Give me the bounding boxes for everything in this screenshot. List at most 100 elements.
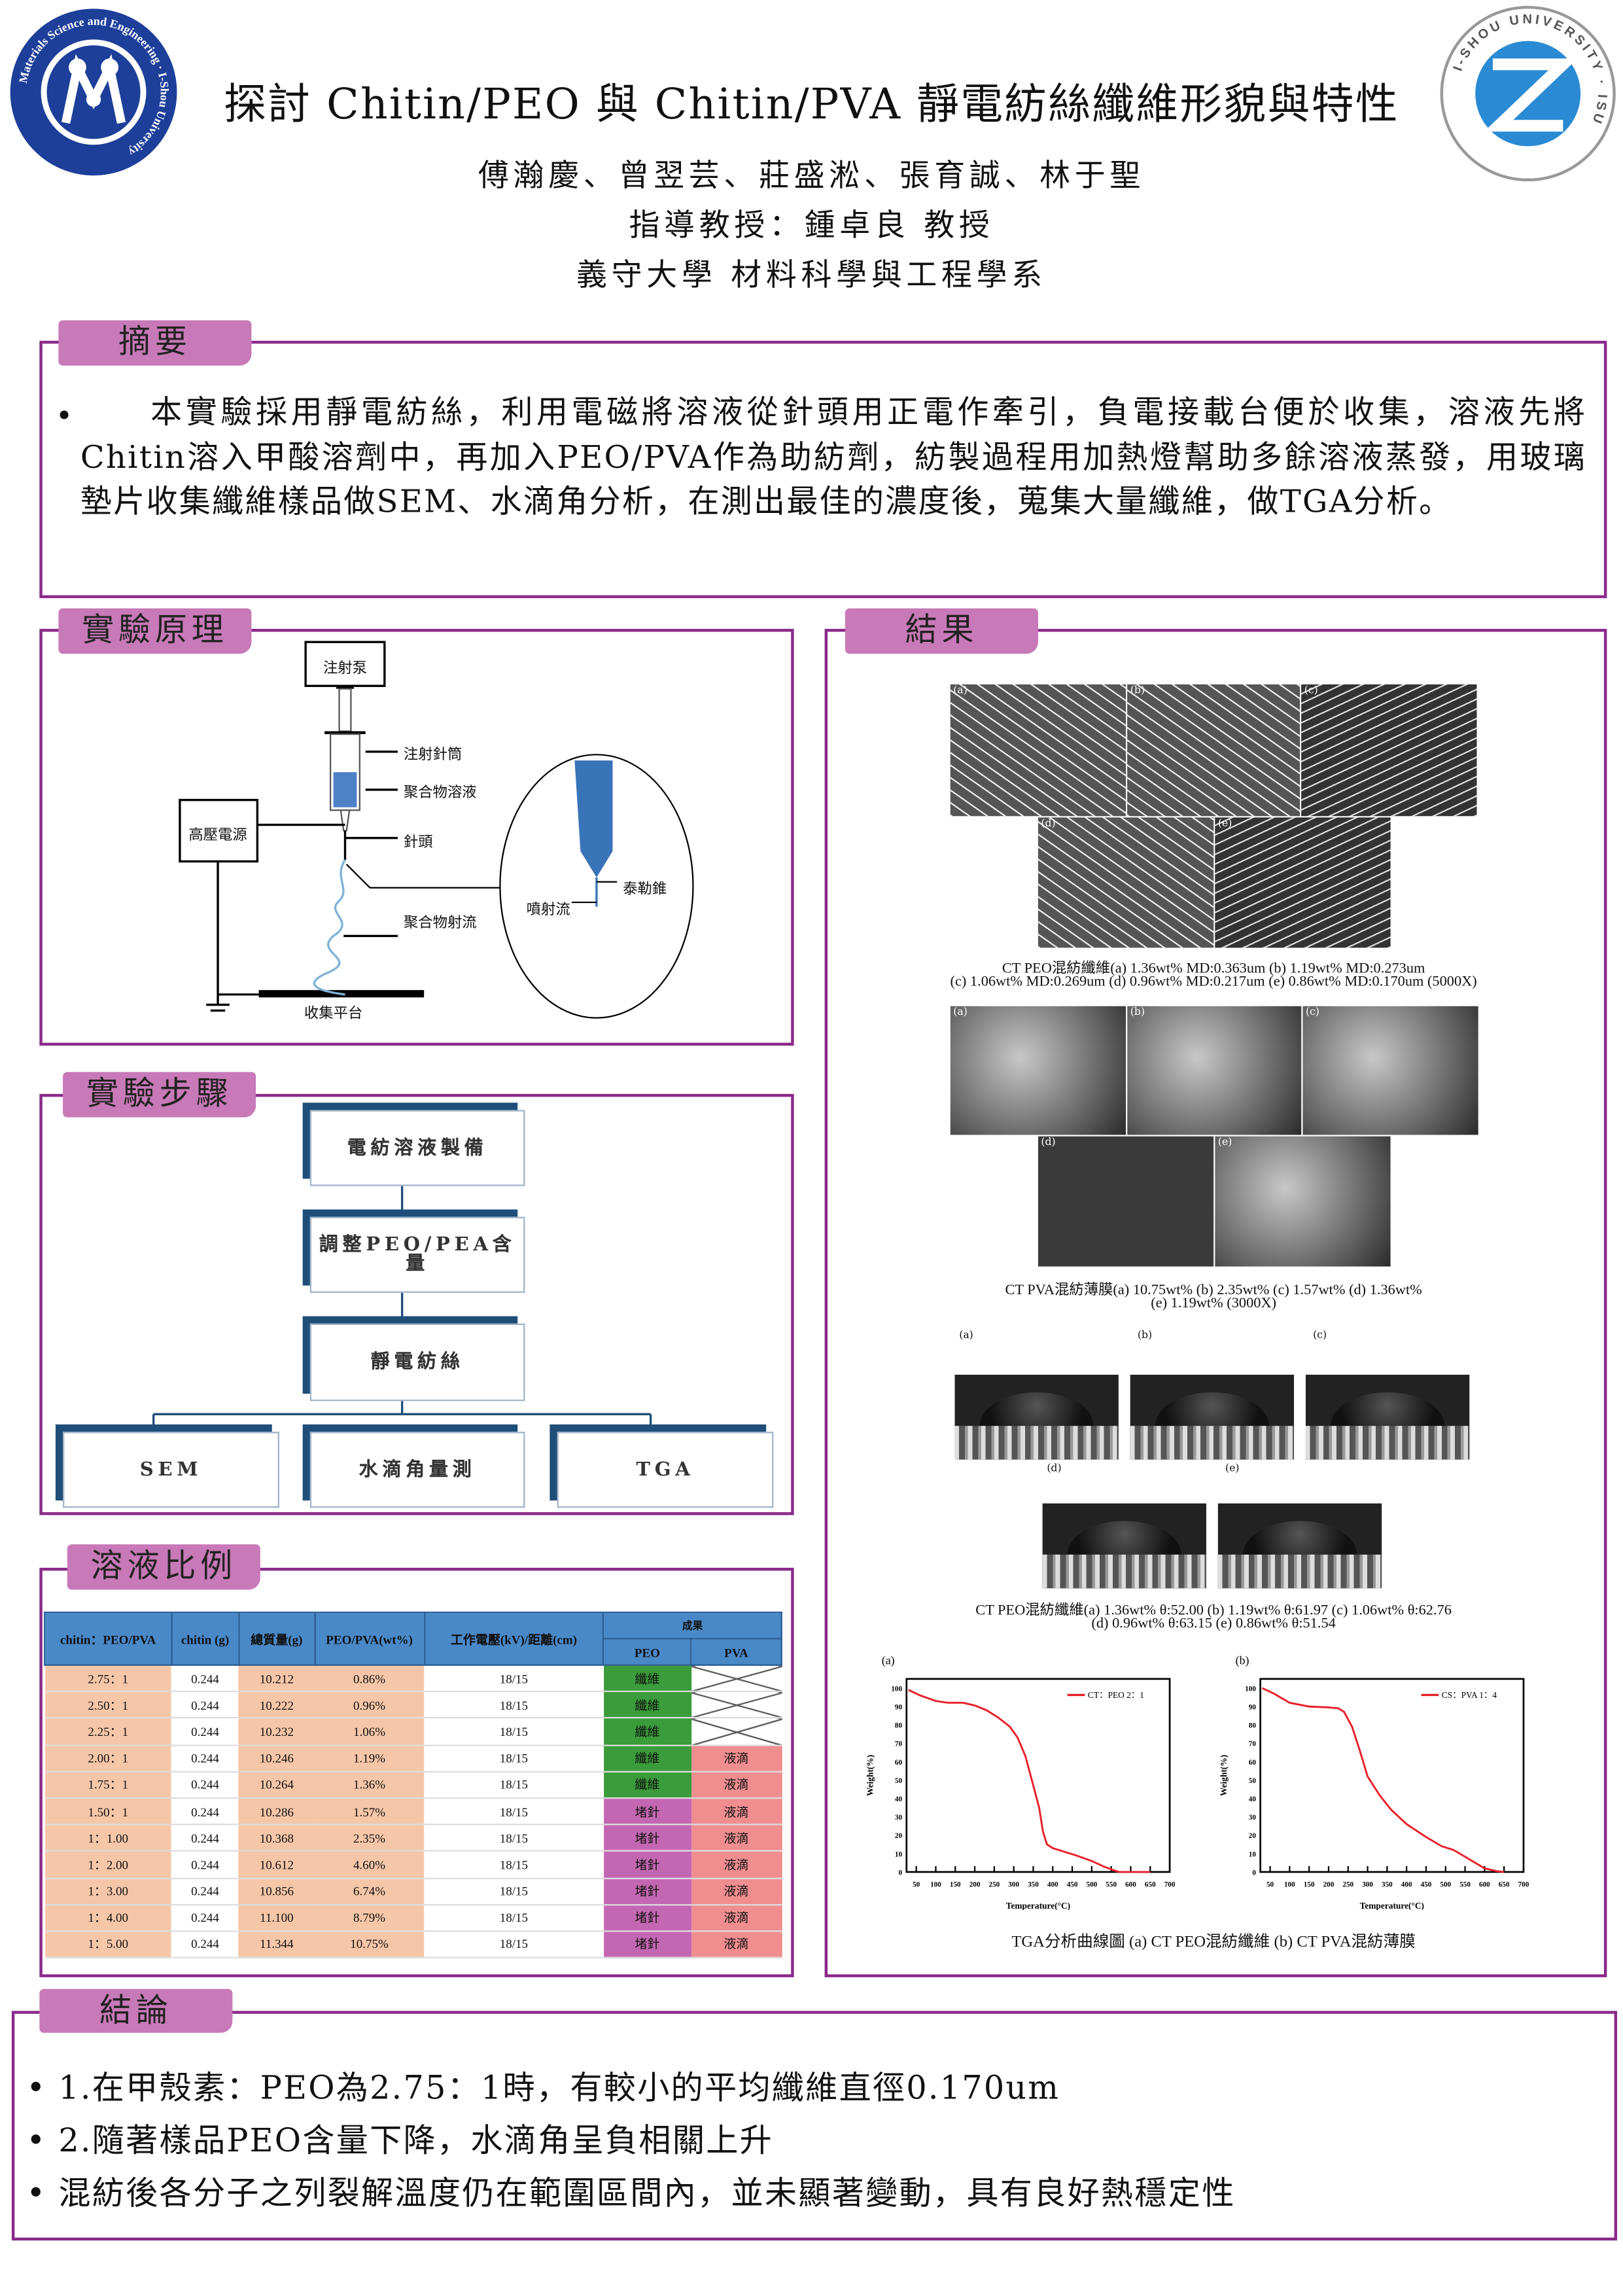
y-tick-label: 70 [1249,1740,1257,1748]
legend-label: CS：PVA 1：4 [1442,1690,1497,1700]
sem-pva-c: (c) [1302,1006,1478,1135]
table-cell: 1：1.00 [44,1824,172,1852]
y-tick-label: 100 [891,1685,902,1693]
taylor-cone-shape [574,760,613,878]
table-cell: 0.244 [171,1744,239,1773]
legend-label: CT：PEO 2：1 [1088,1690,1144,1700]
table-cell: 11.100 [238,1904,315,1932]
table-cell: 0.244 [171,1851,239,1879]
y-tick-label: 40 [1249,1795,1257,1803]
sem-pva-e: (e) [1215,1136,1391,1267]
x-tick-label: 300 [1362,1881,1373,1888]
table-cell: 0.244 [171,1691,239,1720]
x-tick-label: 350 [1382,1881,1393,1888]
table-cell: 纖維 [603,1718,691,1746]
contact-caption-1: CT PEO混紡纖維(a) 1.36wt% θ:52.00 (b) 1.19wt… [975,1602,1452,1619]
plot-frame [1259,1678,1525,1873]
table-cell: 2.25：1 [44,1718,172,1746]
conclusion-section [11,2011,1618,2241]
col-total-mass: 總質量(g) [237,1612,315,1666]
col-peo: PEO [602,1638,692,1666]
sem-peo-b: (b) [1127,684,1300,817]
label-needle: 針頭 [403,835,433,851]
ratio-heading: 溶液比例 [67,1544,260,1590]
table-cell: 1：3.00 [44,1877,172,1905]
x-tick-label: 250 [1342,1881,1353,1888]
x-tick-label: 700 [1164,1881,1176,1888]
conclusion-item-2: • 2.隨著樣品PEO含量下降，水滴角呈負相關上升 [26,2123,774,2161]
table-cell: 10.222 [238,1691,315,1720]
table-cell: 18/15 [424,1797,604,1826]
y-axis-label: Weight(%) [865,1755,875,1796]
x-tick-label: 650 [1145,1881,1156,1888]
y-tick-label: 10 [895,1850,903,1858]
x-tick-label: 400 [1401,1881,1412,1888]
x-tick-label: 100 [1284,1881,1295,1888]
table-cell: 10.232 [238,1718,315,1746]
table-cell: 堵針 [603,1851,691,1879]
table-cell: 1.75：1 [44,1771,172,1799]
sem-peo-d: (d) [1038,817,1214,948]
analysis-tga: TGA [557,1432,774,1508]
x-tick-label: 450 [1421,1881,1432,1888]
table-cell: 2.75：1 [44,1665,172,1693]
x-axis-label: Temperature(°C) [1360,1901,1424,1910]
x-tick-label: 350 [1028,1881,1039,1888]
table-cell: 液滴 [691,1797,782,1826]
panel-label: (a) [959,1329,973,1341]
x-tick-label: 100 [930,1881,941,1888]
table-cell: 10.264 [238,1771,315,1799]
panel-label: (b) [1137,1329,1153,1341]
table-cell: 2.00：1 [44,1744,172,1773]
conclusion-item-1: • 1.在甲殼素：PEO為2.75：1時，有較小的平均纖維直徑0.170um [26,2070,1060,2108]
sem-peo-c: (c) [1301,684,1477,817]
x-tick-label: 450 [1067,1881,1078,1888]
table-cell: 0.96% [314,1691,425,1720]
table-cell: 1.06% [314,1718,425,1746]
step-adjust-content: 調整PEO/PEA含量 [309,1216,525,1293]
x-tick-label: 150 [1304,1881,1315,1888]
table-cell: 10.612 [238,1851,315,1879]
table-cell: 18/15 [424,1771,604,1799]
panel-label: (b) [1236,1654,1249,1668]
y-tick-label: 10 [1249,1850,1257,1858]
label-spray: 噴射流 [526,902,570,919]
conclusion-item-3: • 混紡後各分子之列裂解溫度仍在範圍區間內，並未顯著變動，具有良好熱穩定性 [26,2176,1236,2213]
col-result: 成果 [602,1612,782,1640]
table-cell [691,1718,782,1746]
analysis-sem: SEM [63,1432,279,1508]
sem-peo-caption-2: (c) 1.06wt% MD:0.269um (d) 0.96wt% MD:0.… [950,974,1477,991]
col-ratio: chitin：PEO/PVA [44,1612,173,1666]
table-cell [691,1691,782,1720]
advisor: 指導教授：鍾卓良 教授 [629,207,994,243]
sem-peo-a: (a) [950,684,1126,817]
table-cell: 0.244 [171,1797,239,1826]
table-cell: 6.74% [314,1877,425,1905]
x-tick-label: 50 [1266,1881,1274,1888]
x-tick-label: 50 [913,1881,920,1888]
principle-section [39,629,794,1046]
table-cell [691,1665,782,1693]
table-cell: 0.244 [171,1718,239,1746]
plot-frame [905,1678,1171,1873]
poster-title: 探討 Chitin/PEO 與 Chitin/PVA 靜電紡絲纖維形貌與特性 [224,79,1399,129]
table-cell: 0.244 [171,1665,239,1693]
pump-box [304,641,386,687]
table-cell: 10.246 [238,1744,315,1773]
electrospinning-diagram [179,641,694,1019]
table-cell: 1：5.00 [44,1931,172,1958]
table-cell: 10.856 [238,1877,315,1905]
x-tick-label: 300 [1008,1881,1019,1888]
table-cell: 8.79% [314,1904,425,1932]
table-cell: 0.244 [171,1931,239,1958]
y-tick-label: 60 [1249,1759,1257,1767]
table-cell: 堵針 [603,1824,691,1852]
flow-connectors [152,1184,652,1428]
analysis-contact-angle: 水滴角量測 [309,1432,525,1508]
panel-label: (a) [882,1654,895,1668]
